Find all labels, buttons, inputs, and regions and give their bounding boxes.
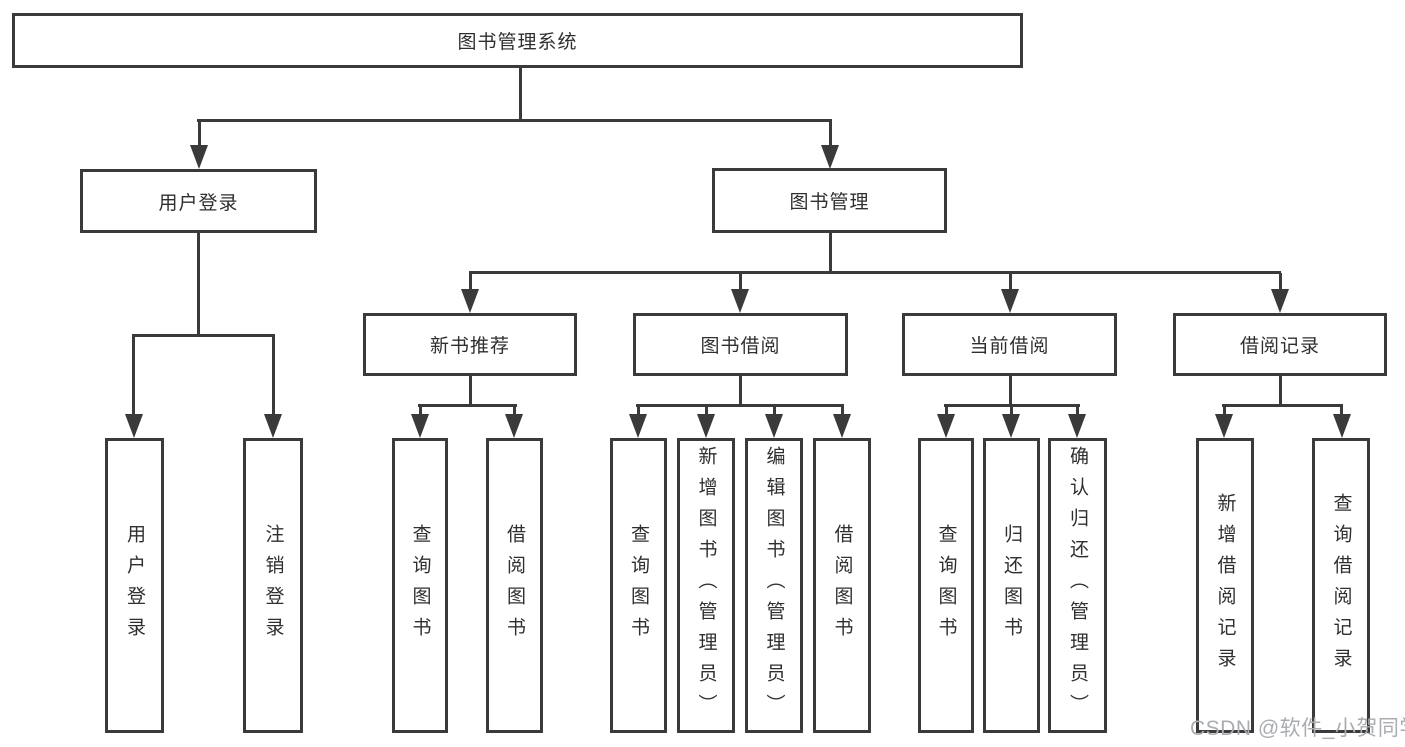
node-user-login-group: 用户登录 [80,169,317,233]
arrow-to-user-login-icon [190,145,208,169]
node-label: 借阅记录 [1239,336,1320,357]
leaf-label: 注销登录 [262,523,284,648]
leaf-logout-login: 注销登录 [243,438,303,733]
node-library-management-system: 图书管理系统 [12,13,1023,68]
leaf-query-books-current: 查询图书 [918,438,974,733]
node-borrow-records: 借阅记录 [1173,313,1387,376]
node-new-book-recommend: 新书推荐 [363,313,577,376]
arrow-to-borrow-records-icon [1271,289,1289,313]
edge-user-login-bus [132,334,275,337]
node-label: 新书推荐 [429,336,510,357]
leaf-label: 借阅图书 [504,523,525,648]
edge-current-borrow-stub [1009,376,1012,406]
leaf-label: 借阅图书 [831,523,853,648]
arrow-to-current-borrow-icon [1001,289,1019,313]
node-book-borrow: 图书借阅 [633,313,848,376]
leaf-label: 查询图书 [628,523,649,648]
edge-book-borrow-bus [636,404,844,407]
edge-book-borrow-stub [739,376,742,406]
leaf-label: 新增借阅记录 [1214,492,1236,679]
node-label: 图书借阅 [700,336,781,357]
edge-root-drop [519,68,522,122]
leaf-label: 归还图书 [1001,523,1022,648]
arrow-to-leaf-add-record-icon [1215,414,1233,438]
edge-to-leaf-user-login-shaft [132,336,135,416]
arrow-to-new-book-icon [461,289,479,313]
leaf-query-borrow-record: 查询借阅记录 [1312,438,1370,733]
leaf-borrow-books: 借阅图书 [813,438,871,733]
leaf-user-login: 用户登录 [105,438,164,733]
edge-borrow-records-bus [1222,404,1343,407]
arrow-to-leaf-logout-icon [264,414,282,438]
edge-leaf-shaft [1223,406,1226,416]
edge-current-borrow-bus [944,404,1080,407]
arrow-to-leaf-borrow-books-icon [505,414,523,438]
edge-book-management-drop [829,233,832,273]
arrow-to-leaf-edit-book-icon [765,414,783,438]
arrow-to-leaf-borrow-books-icon [833,414,851,438]
arrow-to-leaf-query-record-icon [1333,414,1351,438]
edge-new-book-bus [418,404,517,407]
edge-to-user-login-shaft [198,121,201,147]
edge-level2-bus [197,119,832,122]
leaf-borrow-books-recommend: 借阅图书 [486,438,543,733]
edge-leaf-shaft [419,406,422,416]
node-label: 当前借阅 [969,336,1050,357]
edge-level3-bus [469,271,1281,274]
edge-to-current-borrow-shaft [1009,273,1012,291]
edge-to-borrow-records-shaft [1279,273,1282,291]
arrow-to-leaf-user-login-icon [125,414,143,438]
node-label: 图书管理 [789,192,870,213]
edge-borrow-records-stub [1279,376,1282,406]
edge-leaf-shaft [513,406,516,416]
edge-user-login-drop [197,233,200,336]
leaf-edit-book-admin: 编辑图书（管理员） [745,438,803,733]
leaf-query-books-borrow: 查询图书 [610,438,667,733]
edge-to-book-management-shaft [829,121,832,147]
arrow-to-leaf-query-books-icon [629,414,647,438]
edge-leaf-shaft [773,406,776,416]
arrow-to-book-borrow-icon [731,289,749,313]
edge-to-new-book-shaft [469,273,472,291]
leaf-label: 编辑图书（管理员） [763,446,785,725]
arrow-to-leaf-query-books-icon [937,414,955,438]
edge-leaf-shaft [945,406,948,416]
node-label: 用户登录 [158,192,239,214]
node-current-borrow: 当前借阅 [902,313,1117,376]
arrow-to-leaf-query-books-icon [411,414,429,438]
leaf-label: 用户登录 [124,523,145,648]
arrow-to-book-management-icon [821,145,839,169]
leaf-query-books-recommend: 查询图书 [392,438,448,733]
node-book-management-group: 图书管理 [712,168,947,233]
node-label: 图书管理系统 [457,32,578,53]
leaf-label: 查询图书 [935,523,957,648]
leaf-add-book-admin: 新增图书（管理员） [677,438,735,733]
leaf-label: 查询借阅记录 [1330,492,1352,679]
edge-leaf-shaft [1340,406,1343,416]
edge-leaf-shaft [637,406,640,416]
leaf-add-borrow-record: 新增借阅记录 [1196,438,1254,733]
arrow-to-leaf-confirm-return-icon [1068,414,1086,438]
edge-leaf-shaft [1010,406,1013,416]
arrow-to-leaf-add-book-icon [697,414,715,438]
leaf-label: 确认归还（管理员） [1067,446,1088,725]
edge-to-book-borrow-shaft [739,273,742,291]
leaf-return-book: 归还图书 [983,438,1040,733]
arrow-to-leaf-return-book-icon [1002,414,1020,438]
edge-leaf-shaft [1076,406,1079,416]
edge-leaf-shaft [705,406,708,416]
edge-to-leaf-logout-shaft [272,336,275,416]
edge-leaf-shaft [841,406,844,416]
csdn-watermark: CSDN @软件_小贺同学 [1190,717,1405,740]
leaf-confirm-return-admin: 确认归还（管理员） [1048,438,1107,733]
leaf-label: 新增图书（管理员） [695,446,717,725]
leaf-label: 查询图书 [409,523,431,648]
edge-new-book-stub [469,376,472,406]
